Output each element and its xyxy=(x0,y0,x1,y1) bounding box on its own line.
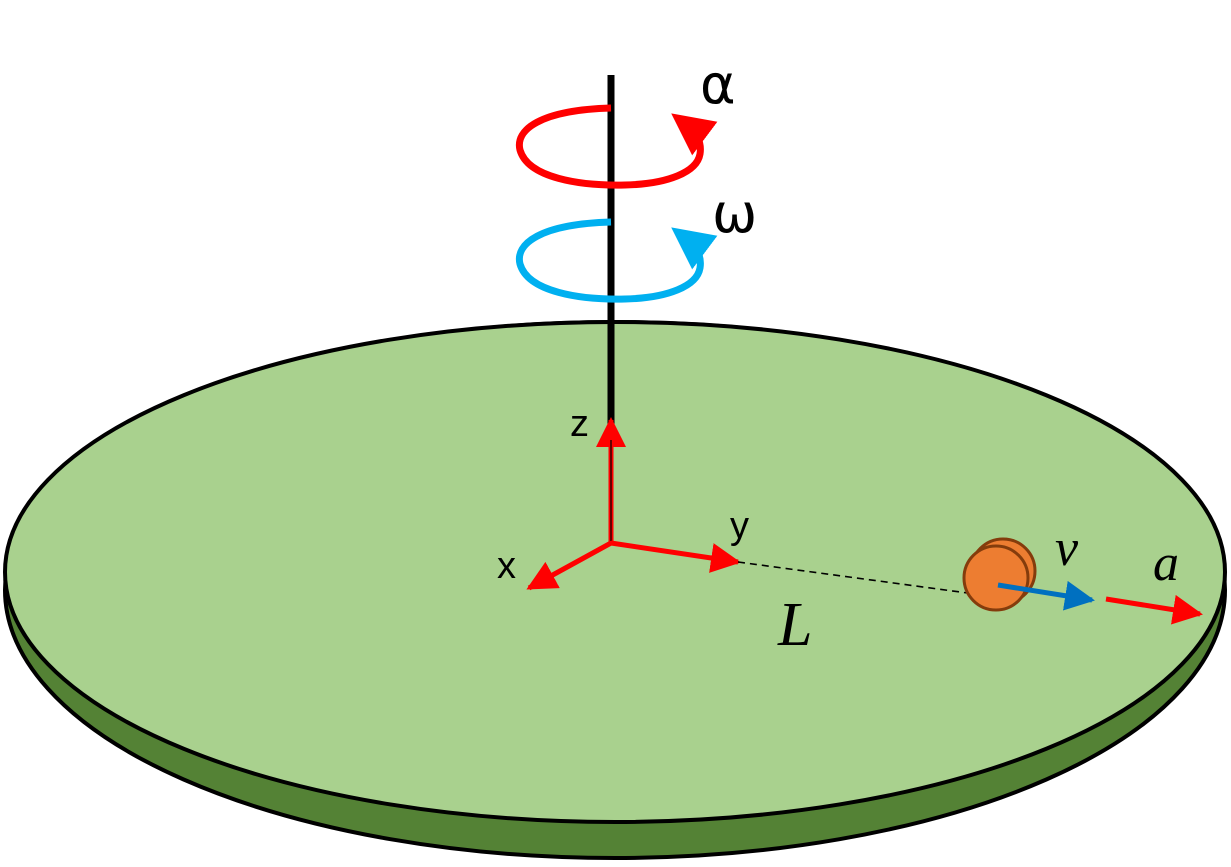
disk-top xyxy=(3,320,1227,824)
acceleration-label: a xyxy=(1153,535,1179,592)
omega-rotation-arrow xyxy=(515,218,718,303)
distance-label: L xyxy=(777,591,812,659)
z-axis-label: z xyxy=(570,403,589,445)
y-axis-label: y xyxy=(730,505,749,547)
y-axis-arrow xyxy=(610,540,741,573)
distance-dashed-line xyxy=(737,561,976,595)
acceleration-arrow xyxy=(1105,594,1203,625)
velocity-label: v xyxy=(1055,520,1079,577)
x-axis-arrow xyxy=(526,540,613,591)
alpha-rotation-arrow xyxy=(515,104,718,189)
alpha-label: α xyxy=(700,53,736,116)
coordinate-axes xyxy=(526,417,741,591)
velocity-arrow xyxy=(997,580,1095,611)
x-axis-label: x xyxy=(497,545,516,587)
disk xyxy=(3,320,1227,860)
omega-label: ω xyxy=(712,182,757,245)
